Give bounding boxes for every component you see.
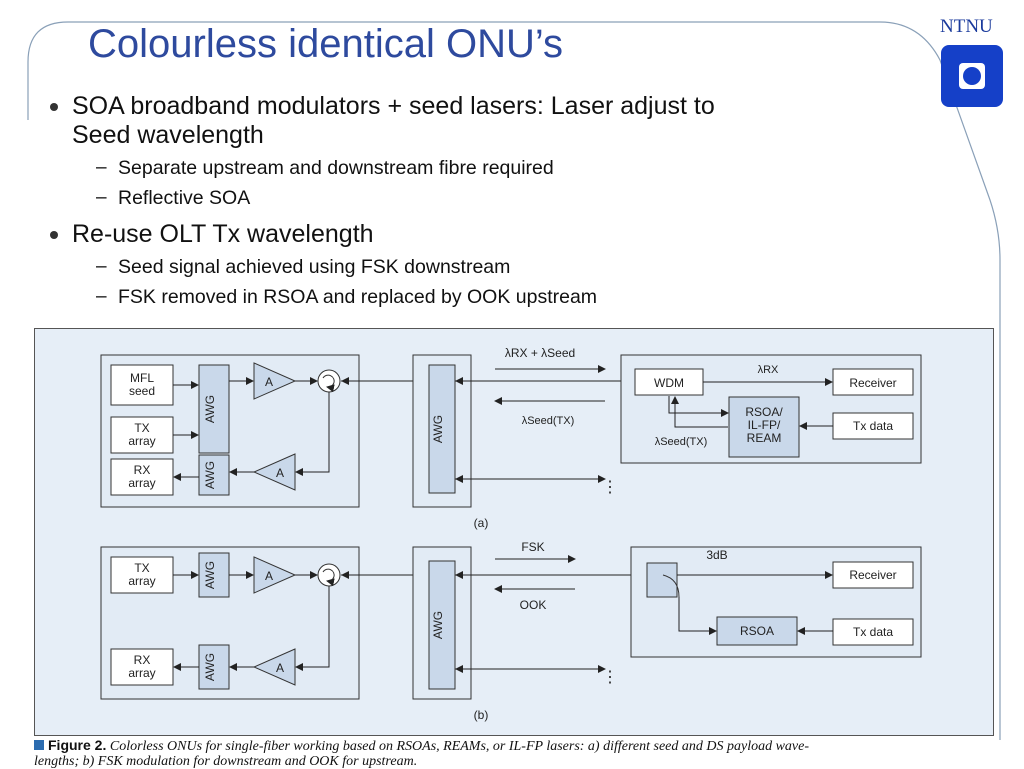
wdm-label: WDM bbox=[654, 376, 684, 390]
dash: – bbox=[96, 286, 107, 308]
more-ports-dots: ⋮ bbox=[602, 479, 618, 496]
bullet-1-sub-1: Separate upstream and downstream fibre r… bbox=[118, 156, 554, 180]
rx-array-b-line2: array bbox=[128, 666, 155, 680]
caption-line-2: lengths; b) FSK modulation for downstrea… bbox=[34, 755, 1004, 769]
amp-b-top-label: A bbox=[265, 569, 273, 583]
diagram-a-label: (a) bbox=[474, 516, 489, 530]
dash: – bbox=[96, 187, 107, 209]
bullet-1-sub-2: Reflective SOA bbox=[118, 186, 250, 210]
mfl-seed-line2: seed bbox=[129, 384, 155, 398]
page-title: Colourless identical ONU’s bbox=[88, 22, 563, 67]
coupler-3db-label: 3dB bbox=[706, 548, 727, 562]
ntnu-wordmark: NTNU bbox=[940, 16, 993, 38]
amp-b-bottom-label: A bbox=[276, 661, 284, 675]
network-diagram: MFL seed TX array RX array AWG AWG A A A… bbox=[35, 329, 993, 735]
bullet-2-sub-1: Seed signal achieved using FSK downstrea… bbox=[118, 255, 510, 279]
circulator-b bbox=[318, 564, 340, 586]
tx-array-a-line1: TX bbox=[134, 421, 149, 435]
bullet-2-line-1: Re-use OLT Tx wavelength bbox=[72, 220, 374, 249]
rsoa-ilfp-ream-line2: IL-FP/ bbox=[748, 418, 781, 432]
awg-a-top-label: AWG bbox=[203, 395, 217, 423]
tx-array-b-line1: TX bbox=[134, 561, 149, 575]
bullet-2-sub-2: FSK removed in RSOA and replaced by OOK … bbox=[118, 285, 597, 309]
bullet-dot bbox=[50, 103, 58, 111]
rx-array-b-line1: RX bbox=[134, 653, 151, 667]
bullet-1-line-1: SOA broadband modulators + seed lasers: … bbox=[72, 92, 715, 121]
bullet-1-line-2: Seed wavelength bbox=[72, 121, 264, 150]
tx-array-a-line2: array bbox=[128, 434, 155, 448]
tx-data-label-b: Tx data bbox=[853, 625, 893, 639]
caption-label: Figure 2. bbox=[48, 737, 106, 753]
awg-b-bottom-label: AWG bbox=[203, 653, 217, 681]
more-ports-dots: ⋮ bbox=[602, 669, 618, 686]
lambda-seed-tx-label-onu: λSeed(TX) bbox=[655, 436, 708, 448]
rsoa-label: RSOA bbox=[740, 624, 774, 638]
receiver-label-a: Receiver bbox=[849, 376, 896, 390]
figure-caption: Figure 2. Colorless ONUs for single-fibe… bbox=[34, 738, 1004, 769]
awg-remote-a-label: AWG bbox=[431, 415, 445, 443]
rsoa-ilfp-ream-line1: RSOA/ bbox=[745, 405, 783, 419]
caption-marker-icon bbox=[34, 740, 44, 750]
rsoa-ilfp-ream-line3: REAM bbox=[747, 431, 782, 445]
lambda-seed-tx-label-a: λSeed(TX) bbox=[522, 415, 575, 427]
amp-a-top-label: A bbox=[265, 375, 273, 389]
rx-array-a-line1: RX bbox=[134, 463, 151, 477]
rx-array-a-line2: array bbox=[128, 476, 155, 490]
figure-panel: MFL seed TX array RX array AWG AWG A A A… bbox=[34, 328, 994, 736]
dash: – bbox=[96, 256, 107, 278]
receiver-label-b: Receiver bbox=[849, 568, 896, 582]
ook-label: OOK bbox=[520, 598, 547, 612]
fsk-label: FSK bbox=[521, 540, 544, 554]
lambda-rx-seed-label: λRX + λSeed bbox=[505, 346, 575, 360]
awg-a-bottom-label: AWG bbox=[203, 461, 217, 489]
diagram-b-label: (b) bbox=[474, 708, 489, 722]
dash: – bbox=[96, 157, 107, 179]
lambda-rx-label: λRX bbox=[758, 364, 779, 376]
awg-b-top-label: AWG bbox=[203, 561, 217, 589]
circulator-a bbox=[318, 370, 340, 392]
caption-line-1: Colorless ONUs for single-fiber working … bbox=[110, 739, 809, 754]
awg-remote-b-label: AWG bbox=[431, 611, 445, 639]
ntnu-logo-icon bbox=[941, 45, 1003, 107]
amp-a-bottom-label: A bbox=[276, 466, 284, 480]
tx-data-label-a: Tx data bbox=[853, 419, 893, 433]
tx-array-b-line2: array bbox=[128, 574, 155, 588]
bullet-dot bbox=[50, 231, 58, 239]
mfl-seed-line1: MFL bbox=[130, 371, 154, 385]
